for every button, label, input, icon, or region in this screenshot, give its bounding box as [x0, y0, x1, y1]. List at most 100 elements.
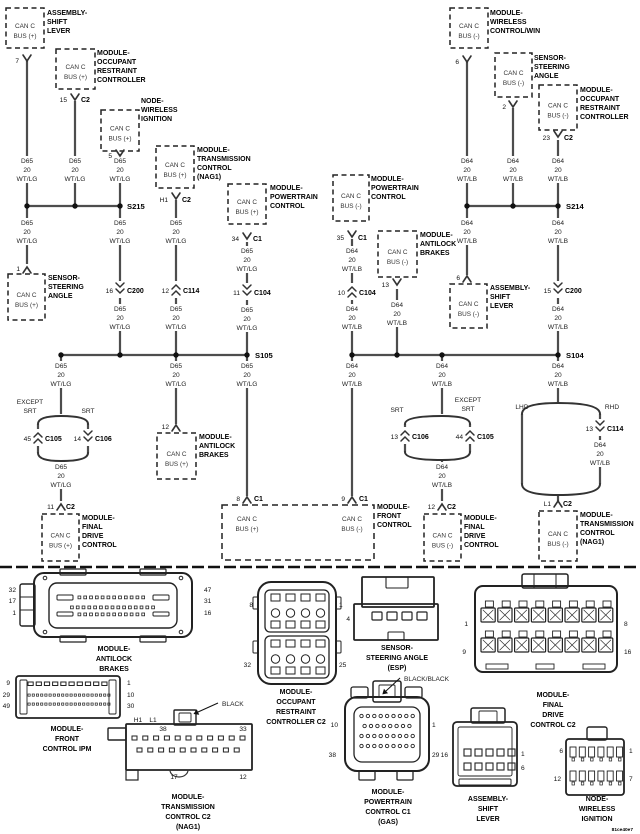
connector-caption: OCCUPANT — [276, 699, 316, 706]
connector-shape — [73, 693, 77, 697]
connector-shape — [518, 600, 528, 608]
connector-shape — [590, 781, 594, 786]
connector-shape — [300, 620, 311, 629]
module-dashed-box — [494, 52, 533, 98]
bus-wire-name: BUS (-) — [458, 311, 479, 318]
connector-shape — [270, 620, 281, 629]
connector-shape — [77, 612, 82, 617]
pin-fork-icon — [70, 93, 80, 102]
connector-shape — [616, 770, 623, 782]
pin-label: 12 — [554, 776, 562, 783]
connector-shape — [100, 612, 105, 617]
module-name: MODULE- — [420, 232, 453, 239]
chevron-down-icon — [83, 436, 93, 443]
terminal-dot — [372, 743, 377, 749]
connector-shape — [27, 693, 31, 697]
splice-dot — [24, 203, 30, 209]
pin-label: L1 — [149, 717, 157, 724]
connector-shape — [31, 693, 35, 697]
connector-shape — [458, 778, 512, 786]
connector-shape — [463, 762, 472, 771]
terminal-dot — [397, 743, 403, 749]
connector-id: C1 — [253, 236, 262, 243]
pin-number: 5 — [108, 153, 112, 160]
connector-id: C2 — [81, 97, 90, 104]
bus-wire-name: BUS (-) — [547, 541, 568, 548]
connector-view-esp: SENSOR-STEERING ANGLE(ESP)4 — [346, 576, 439, 672]
wire-label-line: 20 — [348, 257, 356, 264]
chevron-up-icon — [400, 435, 410, 442]
terminal-dot — [365, 713, 371, 719]
connector-shape — [585, 600, 595, 608]
connector-shape — [135, 612, 140, 617]
terminal-dot — [368, 723, 374, 729]
connector-caption: SHIFT — [478, 806, 499, 813]
wire-label-line: 20 — [554, 372, 562, 379]
glyph — [516, 609, 528, 621]
connector-shape — [145, 605, 150, 610]
label-backing — [107, 304, 133, 331]
terminal-dot — [410, 733, 415, 739]
module-dashed-box — [156, 432, 197, 480]
connector-id: C106 — [95, 436, 112, 443]
terminal-dot — [378, 733, 383, 739]
connector-shape — [478, 710, 498, 724]
connector-shape — [358, 770, 376, 781]
connector-shape — [118, 612, 122, 617]
pin-label: 9 — [462, 649, 466, 656]
connector-gap — [115, 281, 125, 298]
connector-caption: SENSOR- — [381, 645, 414, 652]
pin-label: 1 — [339, 602, 343, 609]
connector-shape — [89, 595, 93, 600]
connector-shape — [83, 595, 88, 600]
pin-number: 6 — [456, 275, 460, 282]
chevron-up-icon — [465, 429, 475, 436]
connector-shape — [452, 721, 518, 787]
connector-shape — [147, 747, 154, 753]
chevron-up-icon — [347, 285, 357, 292]
label-backing — [48, 462, 74, 489]
module-name: RESTRAINT — [97, 68, 138, 75]
label-backing — [545, 156, 571, 183]
module-name: MODULE- — [270, 185, 303, 192]
connector-shape — [65, 702, 69, 706]
connector-caption: CONTROL IPM — [43, 746, 92, 753]
pin-number: 44 — [456, 434, 464, 441]
wire-label-line: WT/LB — [457, 176, 478, 183]
pin-number: 45 — [24, 436, 32, 443]
module-dashed-box — [221, 504, 375, 561]
variant-label: SRT — [390, 407, 403, 414]
connector-shape — [300, 639, 311, 648]
pin-fork-icon — [242, 495, 252, 504]
pin-label: 16 — [624, 649, 632, 656]
connector-shape — [27, 681, 34, 686]
connector-shape — [124, 612, 128, 617]
connector-shape — [60, 681, 67, 686]
bus-wire-name: BUS (-) — [387, 259, 408, 266]
connector-shape — [571, 781, 575, 786]
connector-shape — [485, 762, 494, 771]
module-name: FINAL — [82, 524, 103, 531]
pin-fork-icon — [553, 499, 563, 508]
connector-shape — [36, 693, 39, 697]
pin-label: 30 — [127, 703, 135, 710]
connector-id: C106 — [412, 434, 429, 441]
connector-shape — [535, 663, 555, 670]
connector-caption: FINAL — [543, 702, 564, 709]
splice-dot — [117, 203, 123, 209]
terminal-dot — [285, 608, 296, 618]
wire-label-line: WT/LB — [548, 324, 569, 331]
connector-shape — [618, 781, 622, 786]
connector-id: C200 — [127, 288, 144, 295]
pin-number: 10 — [338, 290, 346, 297]
connector-shape — [27, 702, 31, 706]
